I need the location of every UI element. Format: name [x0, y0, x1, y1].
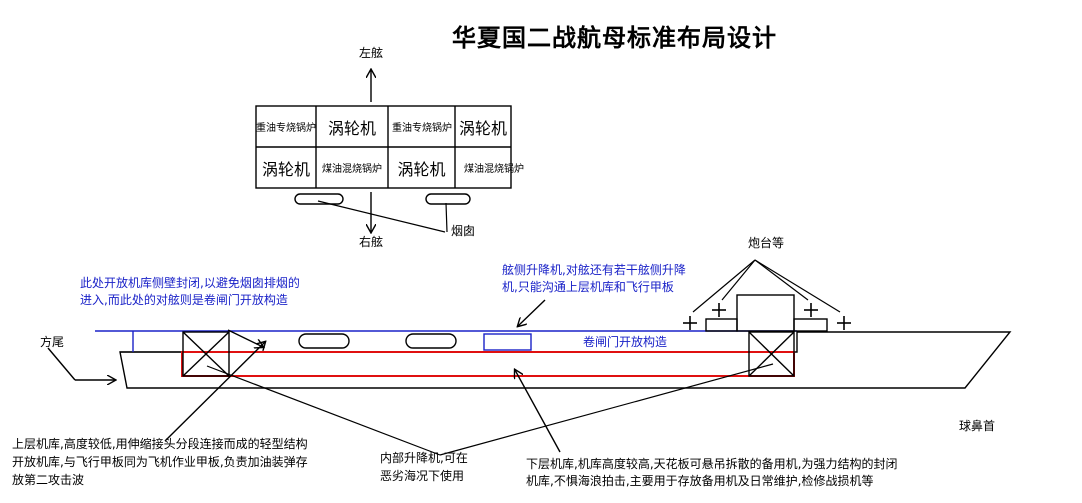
- cell-turbine-2: 涡轮机: [458, 118, 507, 138]
- cell-turbine-1: 涡轮机: [327, 118, 376, 138]
- inner-elevator-bow: [748, 331, 795, 377]
- funnel-pointer-b: [445, 202, 448, 233]
- cell-mixed-boiler-1: 煤油混烧锅炉: [322, 164, 382, 175]
- open-hangar-note-line-1: 此处开放机库侧壁封闭,以避免烟囱排烟的: [80, 276, 300, 290]
- open-hangar-arrow: [227, 329, 263, 347]
- starboard-label: 右舷: [359, 235, 384, 249]
- upper-hangar-note-line-3: 放第二攻击波: [12, 473, 85, 487]
- side-elevator-note-line-1: 舷侧升降机,对舷还有若干舷侧升降: [502, 263, 686, 277]
- page-title: 华夏国二战航母标准布局设计: [452, 23, 777, 52]
- funnel-left-top: [294, 193, 344, 205]
- cell-mixed-boiler-2: 煤油混烧锅炉: [464, 164, 524, 175]
- gun-mounts-label: 炮台等: [748, 236, 785, 250]
- lower-hangar-note-line-2: 机库,不惧海浪拍击,主要用于存放备用机及日常维护,检修战损机等: [526, 474, 874, 488]
- inner-elevator-stern: [182, 331, 230, 377]
- port-label: 左舷: [359, 46, 384, 60]
- cell-heavy-oil-boiler-1: 重油专烧锅炉: [256, 123, 316, 134]
- transom-stern-label: 方尾: [40, 335, 65, 349]
- hull-outline: [119, 331, 1012, 389]
- roller-door-label: 卷闸门开放构造: [583, 335, 668, 349]
- inner-elevator-note-line-1: 内部升降机,可在: [380, 451, 468, 465]
- inner-elevator-pointer-a: [206, 365, 441, 456]
- funnel-left-side: [298, 333, 350, 349]
- lower-hangar-note-line-1: 下层机库,机库高度较高,天花板可悬吊拆散的备用机,为强力结构的封闭: [526, 457, 898, 471]
- side-elevator-note-line-2: 机,只能沟通上层机库和飞行甲板: [502, 280, 674, 294]
- upper-hangar-note-line-2: 开放机库,与飞行甲板同为飞机作业甲板,负责加油装弹存: [12, 455, 308, 469]
- funnel-right-top: [425, 193, 471, 205]
- transom-arrow-a: [47, 347, 76, 381]
- side-elevator: [483, 333, 532, 351]
- funnel-right-side: [405, 333, 457, 349]
- funnel-label: 烟囱: [451, 224, 476, 238]
- gun-mounts: [683, 303, 851, 330]
- inner-elevator-pointer-b: [439, 363, 774, 456]
- island: [705, 294, 828, 332]
- upper-hangar-arrow: [164, 342, 265, 442]
- upper-hangar-note-line-1: 上层机库,高度较低,用伸缩接头分段连接而成的轻型结构: [12, 437, 308, 451]
- open-hangar-note-line-2: 进入,而此处的对舷则是卷闸门开放构造: [80, 293, 288, 307]
- inner-elevator-note-line-2: 恶劣海况下使用: [380, 469, 465, 483]
- cell-turbine-4: 涡轮机: [397, 159, 446, 179]
- cell-turbine-3: 涡轮机: [261, 159, 310, 179]
- funnel-pointer-a: [317, 200, 446, 233]
- lower-hangar-arrow: [515, 370, 561, 453]
- lower-hangar: [181, 351, 795, 377]
- side-elevator-arrow: [518, 299, 546, 326]
- cell-heavy-oil-boiler-2: 重油专烧锅炉: [392, 123, 452, 134]
- bulbous-bow-label: 球鼻首: [959, 419, 996, 433]
- engine-room-grid: [255, 105, 512, 189]
- gun-mount-pointers: [692, 259, 841, 313]
